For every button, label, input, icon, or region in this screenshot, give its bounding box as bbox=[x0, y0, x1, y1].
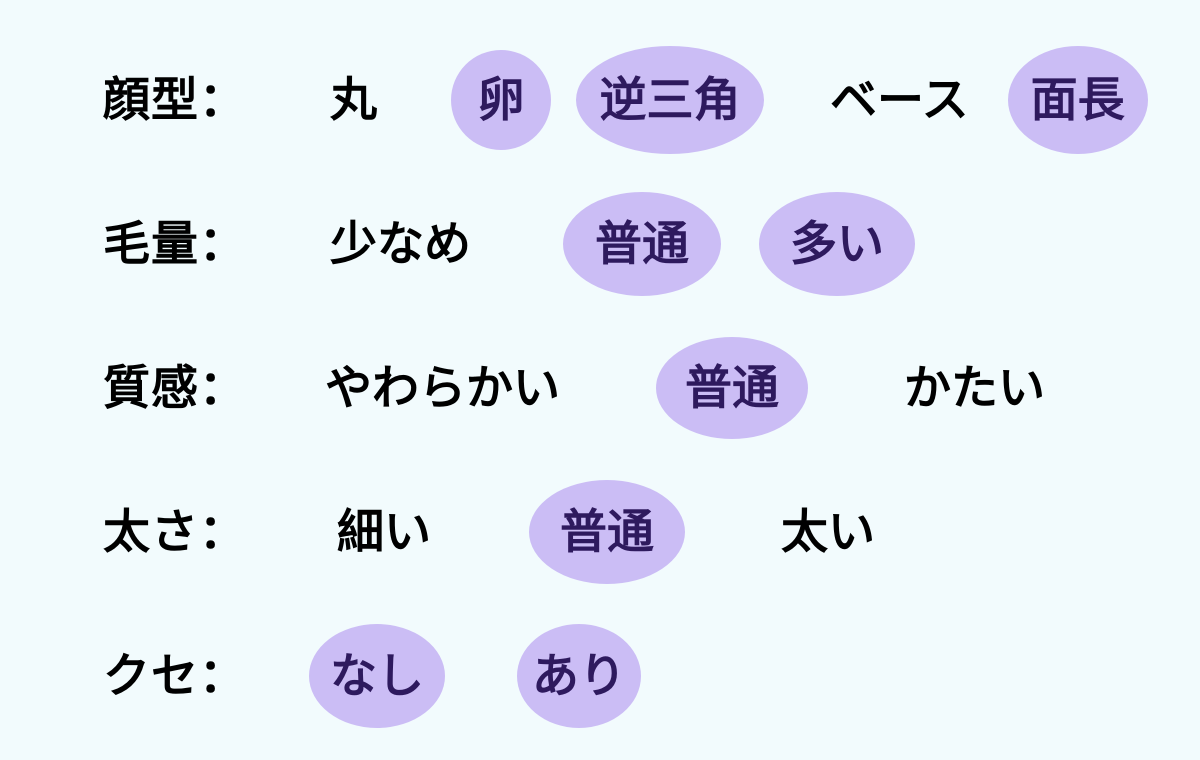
option-hair-thickness-0[interactable]: 細い bbox=[337, 504, 431, 560]
option-group-hair-volume: 少なめ 普通 多い bbox=[303, 172, 1200, 316]
row-label-face-shape: 顔型： bbox=[103, 72, 247, 128]
option-hair-thickness-2[interactable]: 太い bbox=[781, 504, 875, 560]
option-hair-volume-0[interactable]: 少なめ bbox=[330, 216, 471, 272]
option-hair-texture-2[interactable]: かたい bbox=[904, 360, 1045, 416]
attribute-row-hair-texture: 質感： やわらかい 普通 かたい bbox=[0, 316, 1200, 460]
option-face-shape-4[interactable]: 面長 bbox=[1007, 46, 1148, 154]
option-hair-volume-2[interactable]: 多い bbox=[759, 192, 915, 296]
option-group-hair-curl: なし あり bbox=[303, 604, 1200, 748]
option-face-shape-1[interactable]: 卵 bbox=[451, 50, 551, 150]
row-label-hair-curl: クセ： bbox=[103, 648, 247, 704]
row-label-hair-thickness: 太さ： bbox=[103, 504, 247, 560]
option-hair-thickness-1[interactable]: 普通 bbox=[529, 480, 685, 584]
attribute-row-hair-thickness: 太さ： 細い 普通 太い bbox=[0, 460, 1200, 604]
option-group-hair-thickness: 細い 普通 太い bbox=[303, 460, 1200, 604]
option-hair-texture-1[interactable]: 普通 bbox=[656, 337, 808, 439]
option-group-hair-texture: やわらかい 普通 かたい bbox=[303, 316, 1200, 460]
option-face-shape-3[interactable]: ベース bbox=[830, 72, 969, 128]
attribute-row-hair-curl: クセ： なし あり bbox=[0, 604, 1200, 748]
option-group-face-shape: 丸 卵 逆三角 ベース 面長 bbox=[303, 28, 1200, 172]
row-label-hair-texture: 質感： bbox=[103, 360, 247, 416]
option-hair-curl-0[interactable]: なし bbox=[309, 624, 445, 728]
row-label-hair-volume: 毛量： bbox=[103, 216, 247, 272]
option-hair-volume-1[interactable]: 普通 bbox=[563, 192, 721, 296]
attribute-row-hair-volume: 毛量： 少なめ 普通 多い bbox=[0, 172, 1200, 316]
option-face-shape-2[interactable]: 逆三角 bbox=[576, 46, 764, 154]
attribute-row-face-shape: 顔型： 丸 卵 逆三角 ベース 面長 bbox=[0, 28, 1200, 172]
option-hair-curl-1[interactable]: あり bbox=[517, 624, 641, 728]
option-face-shape-0[interactable]: 丸 bbox=[330, 72, 377, 128]
option-hair-texture-0[interactable]: やわらかい bbox=[325, 360, 560, 416]
